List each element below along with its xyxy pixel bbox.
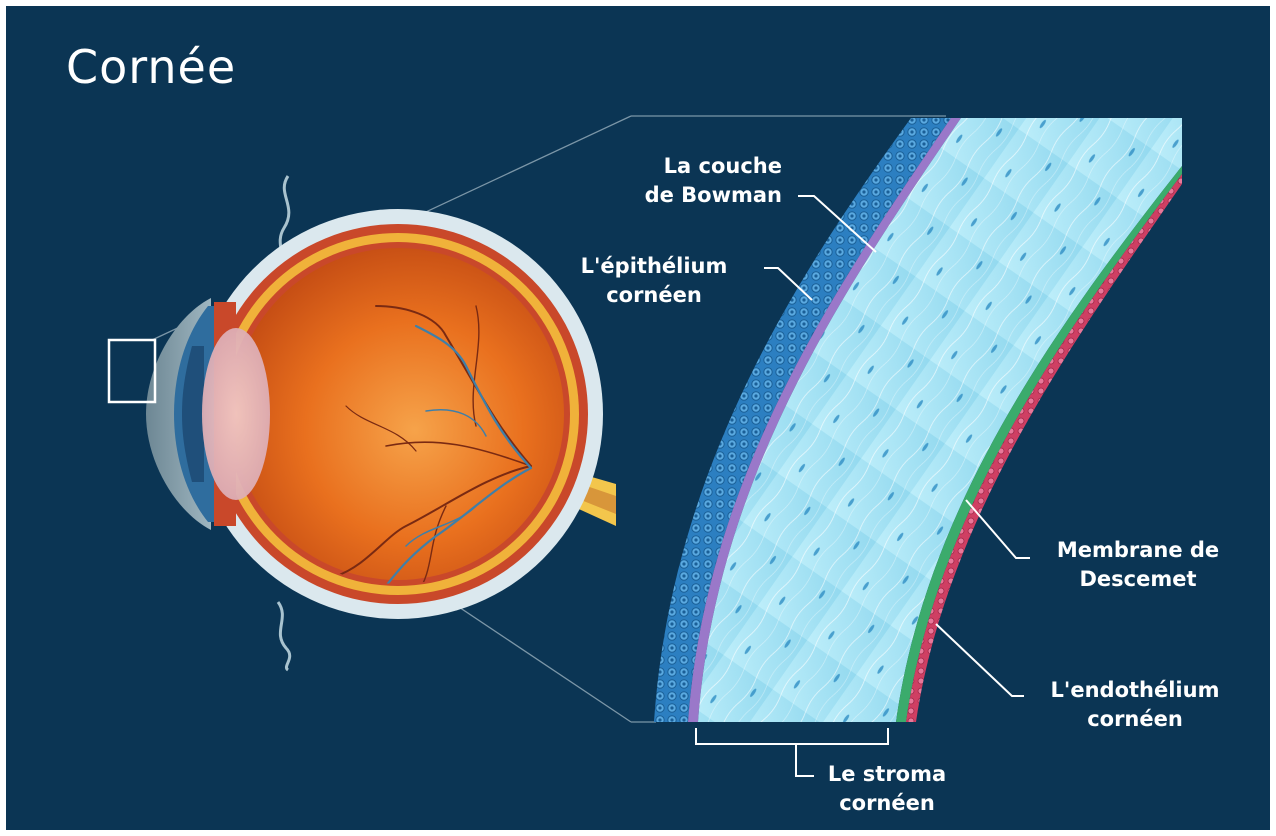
diagram-canvas: Cornée La couche de Bowman L'épithélium …	[6, 6, 1270, 830]
stroma-bracket	[696, 728, 888, 744]
endothelium-leader	[936, 624, 1024, 696]
page-title: Cornée	[66, 40, 236, 94]
label-descemet: Membrane de Descemet	[1028, 536, 1248, 594]
label-epithelium: L'épithélium cornéen	[556, 252, 752, 310]
label-bowman: La couche de Bowman	[606, 152, 782, 210]
lens	[202, 328, 270, 500]
label-stroma: Le stroma cornéen	[812, 760, 962, 818]
label-endothelium: L'endothélium cornéen	[1022, 676, 1248, 734]
lower-muscle-thread	[278, 602, 290, 670]
